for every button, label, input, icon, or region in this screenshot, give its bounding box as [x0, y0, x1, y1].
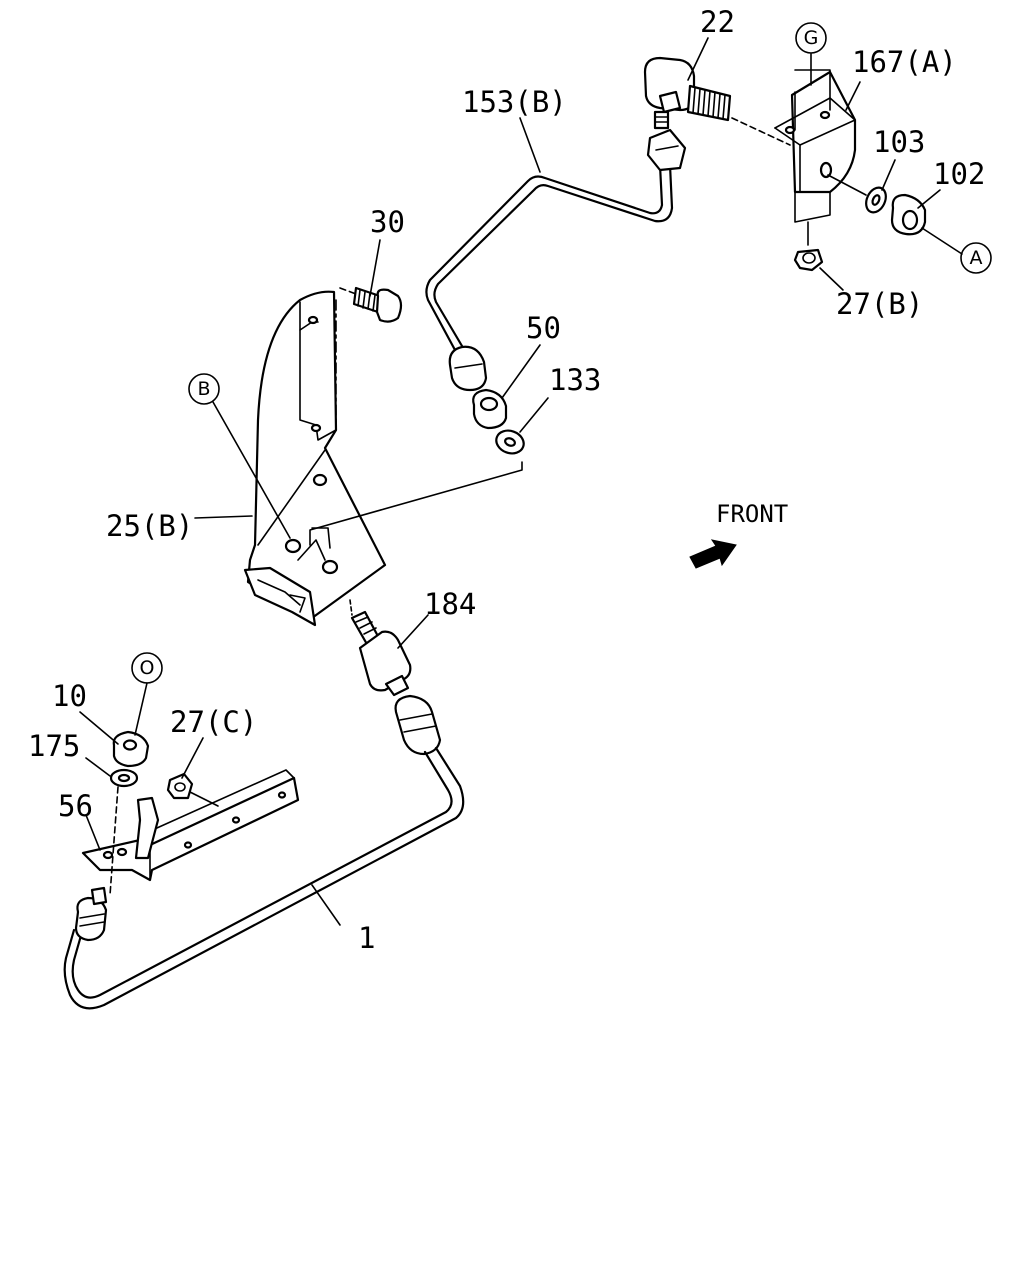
ref-g-text: G — [804, 27, 819, 49]
label-1: 1 — [358, 921, 375, 955]
label-27b: 27(B) — [836, 287, 923, 321]
pipe-153b — [425, 128, 687, 392]
part-labels: 22 153(B) 167(A) 103 102 27(B) 30 50 133… — [28, 5, 985, 955]
union-bolt-22 — [643, 56, 791, 146]
label-30: 30 — [370, 205, 405, 239]
bracket-56 — [81, 769, 300, 896]
bracket-167a — [774, 69, 857, 246]
leader-lines — [79, 37, 941, 851]
label-25b: 25(B) — [106, 509, 193, 543]
label-184: 184 — [424, 587, 476, 621]
label-103: 103 — [873, 125, 925, 159]
label-133: 133 — [549, 363, 601, 397]
ref-b-text: B — [197, 378, 210, 400]
label-56: 56 — [58, 789, 93, 823]
label-167a: 167(A) — [852, 45, 957, 79]
ref-a-text: A — [970, 247, 983, 269]
label-153b: 153(B) — [462, 85, 567, 119]
washer-175 — [109, 768, 139, 788]
washer-133 — [309, 429, 525, 546]
label-102: 102 — [933, 157, 985, 191]
label-27c: 27(C) — [170, 705, 257, 739]
nut-102 — [890, 193, 963, 255]
ref-marker-b: B — [188, 373, 220, 405]
label-22: 22 — [700, 5, 735, 39]
front-indicator: FRONT — [689, 500, 788, 569]
ref-marker-g: G — [795, 22, 827, 54]
front-label: FRONT — [716, 500, 788, 528]
ref-marker-a: A — [960, 242, 992, 274]
pipe-1 — [63, 694, 465, 1010]
connector-184 — [349, 599, 412, 697]
ref-o-text: O — [140, 657, 155, 679]
nut-50 — [472, 388, 508, 430]
label-175: 175 — [28, 729, 80, 763]
label-10: 10 — [52, 679, 87, 713]
nut-10 — [112, 730, 150, 768]
ref-marker-o: O — [131, 652, 163, 684]
bolt-30 — [339, 286, 403, 323]
bracket-25b — [243, 290, 387, 627]
nut-27b — [793, 248, 824, 272]
nut-27c — [166, 772, 219, 807]
front-arrow-icon — [689, 539, 737, 569]
washer-103 — [827, 174, 887, 214]
label-50: 50 — [526, 311, 561, 345]
